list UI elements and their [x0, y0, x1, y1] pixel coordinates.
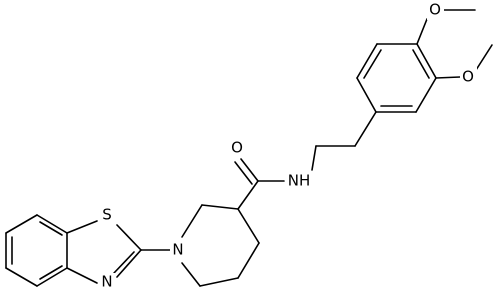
thiazole-nitrogen-label: N: [101, 273, 112, 291]
piperidine-ring: [181, 204, 260, 287]
piperidine-nitrogen-label: N: [172, 241, 183, 259]
amide-group: [234, 158, 285, 210]
atom-thiazole-nitrogen: N: [99, 273, 115, 293]
atom-carbonyl-oxygen: O: [229, 138, 246, 158]
sulfur-label: S: [102, 206, 112, 224]
methoxy-groups: [416, 9, 493, 79]
benzothiazole-benzene-ring: [5, 214, 68, 287]
amide-nh-label: NH: [288, 172, 311, 190]
methoxy-oxygen-right-label: O: [462, 68, 474, 86]
benzothiazole-thiazole-ring: [66, 220, 142, 284]
carbonyl-oxygen-label: O: [231, 139, 243, 157]
dimethoxyphenyl-ring: [356, 43, 437, 113]
atom-piperidine-nitrogen: N: [170, 240, 186, 260]
methoxy-oxygen-top-label: O: [429, 1, 441, 19]
atom-methoxy-oxygen-top: O: [427, 0, 444, 20]
atom-sulfur: S: [99, 206, 115, 226]
atom-amide-nitrogen: NH: [285, 171, 313, 191]
atom-methoxy-oxygen-right: O: [460, 67, 477, 87]
ethyl-linker: [311, 111, 377, 171]
